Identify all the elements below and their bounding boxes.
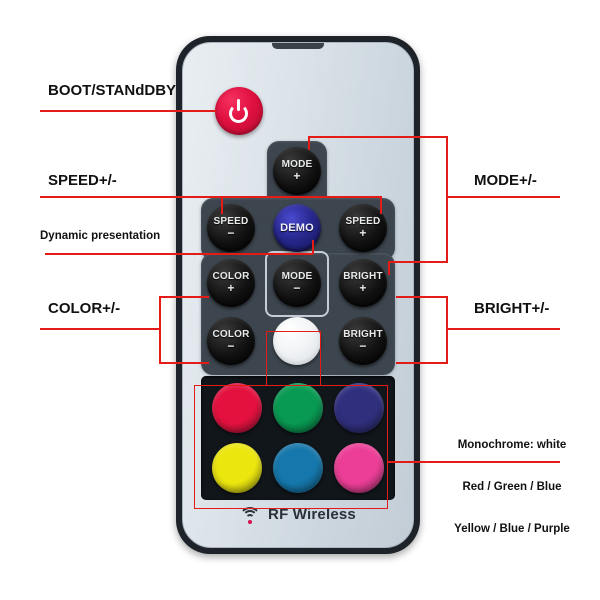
leader-tick-mode-minus: [388, 261, 390, 275]
bright-minus-label: BRIGHT: [343, 329, 383, 340]
color-minus-sign: −: [227, 339, 235, 353]
bracket-branch-mode-minus: [388, 261, 448, 263]
speed-plus-label: SPEED: [345, 216, 381, 227]
power-standby-button[interactable]: [215, 87, 263, 135]
power-icon: [228, 99, 250, 123]
bracket-branch-bright-minus: [396, 362, 448, 364]
mode-plus-button[interactable]: MODE +: [273, 147, 321, 195]
speed-plus-sign: +: [359, 226, 367, 240]
leader-line-speed: [40, 196, 381, 198]
color-minus-label: COLOR: [212, 329, 250, 340]
leader-tick-speed-minus: [221, 196, 223, 214]
leader-tick-dynamic: [312, 240, 314, 254]
bracket-vertical-mode: [446, 136, 448, 262]
color-magenta-button[interactable]: [334, 443, 384, 493]
rf-wireless-label: RF Wireless: [268, 506, 356, 523]
leader-stem-mode: [447, 196, 560, 198]
mode-minus-sign: −: [293, 281, 301, 295]
color-blue-button[interactable]: [334, 383, 384, 433]
wifi-signal-icon: [239, 506, 262, 524]
color-cyan-button[interactable]: [273, 443, 323, 493]
bright-minus-sign: −: [359, 339, 367, 353]
speed-minus-label: SPEED: [213, 216, 249, 227]
highlight-box-white-button: [266, 331, 321, 386]
rf-wireless-branding: RF Wireless: [183, 506, 413, 524]
bright-plus-sign: +: [359, 281, 367, 295]
annotation-label-speed: SPEED+/-: [48, 172, 117, 189]
white-color-button[interactable]: [273, 317, 321, 365]
bracket-vertical-color: [159, 296, 161, 364]
leader-stem-color: [40, 328, 160, 330]
leader-stem-bright: [447, 328, 560, 330]
color-minus-button[interactable]: COLOR −: [207, 317, 255, 365]
highlight-box-color-pad: [194, 385, 388, 509]
color-green-button[interactable]: [273, 383, 323, 433]
bracket-branch-bright-plus: [396, 296, 448, 298]
mode-plus-label: MODE: [281, 159, 313, 170]
annotation-monochrome-note: Monochrome: white Red / Green / Blue Yel…: [428, 410, 596, 564]
monochrome-line-1: Monochrome: white: [457, 439, 567, 451]
leader-line-boot-standby: [40, 110, 216, 112]
annotation-label-mode: MODE+/-: [474, 172, 537, 189]
annotation-label-boot-standby: BOOT/STANdDBY: [48, 82, 177, 99]
leader-tick-speed-plus: [380, 196, 382, 214]
color-plus-sign: +: [227, 281, 235, 295]
ir-emitter-notch: [272, 43, 324, 49]
bracket-branch-mode-plus: [308, 136, 448, 138]
bracket-branch-color-minus: [159, 362, 209, 364]
bracket-vertical-bright: [446, 296, 448, 364]
mode-plus-sign: +: [293, 169, 301, 183]
speed-minus-button[interactable]: SPEED −: [207, 204, 255, 252]
bright-plus-button[interactable]: BRIGHT +: [339, 259, 387, 307]
leader-line-monochrome: [388, 461, 560, 463]
color-plus-button[interactable]: COLOR +: [207, 259, 255, 307]
annotation-label-dynamic: Dynamic presentation: [40, 230, 161, 242]
monochrome-line-3: Yellow / Blue / Purple: [454, 523, 570, 535]
monochrome-line-2: Red / Green / Blue: [462, 481, 562, 493]
annotation-label-bright: BRIGHT+/-: [474, 300, 550, 317]
remote-control-device: MODE + SPEED − DEMO SPEED + COLOR + MODE: [176, 36, 420, 554]
speed-plus-button[interactable]: SPEED +: [339, 204, 387, 252]
color-plus-label: COLOR: [212, 271, 250, 282]
mode-minus-highlight-ring: [265, 251, 329, 317]
demo-button[interactable]: DEMO: [273, 204, 321, 252]
annotation-label-color: COLOR+/-: [48, 300, 121, 317]
remote-faceplate: MODE + SPEED − DEMO SPEED + COLOR + MODE: [182, 42, 414, 548]
demo-label: DEMO: [280, 222, 314, 234]
mode-minus-button[interactable]: MODE −: [273, 259, 321, 307]
bright-minus-button[interactable]: BRIGHT −: [339, 317, 387, 365]
leader-line-dynamic: [45, 253, 313, 255]
color-yellow-button[interactable]: [212, 443, 262, 493]
bright-plus-label: BRIGHT: [343, 271, 383, 282]
speed-minus-sign: −: [227, 226, 235, 240]
bracket-branch-color-plus: [159, 296, 209, 298]
leader-tick-mode-plus: [308, 136, 310, 150]
color-keypad-panel: [201, 376, 395, 500]
color-red-button[interactable]: [212, 383, 262, 433]
mode-minus-label: MODE: [281, 271, 313, 282]
